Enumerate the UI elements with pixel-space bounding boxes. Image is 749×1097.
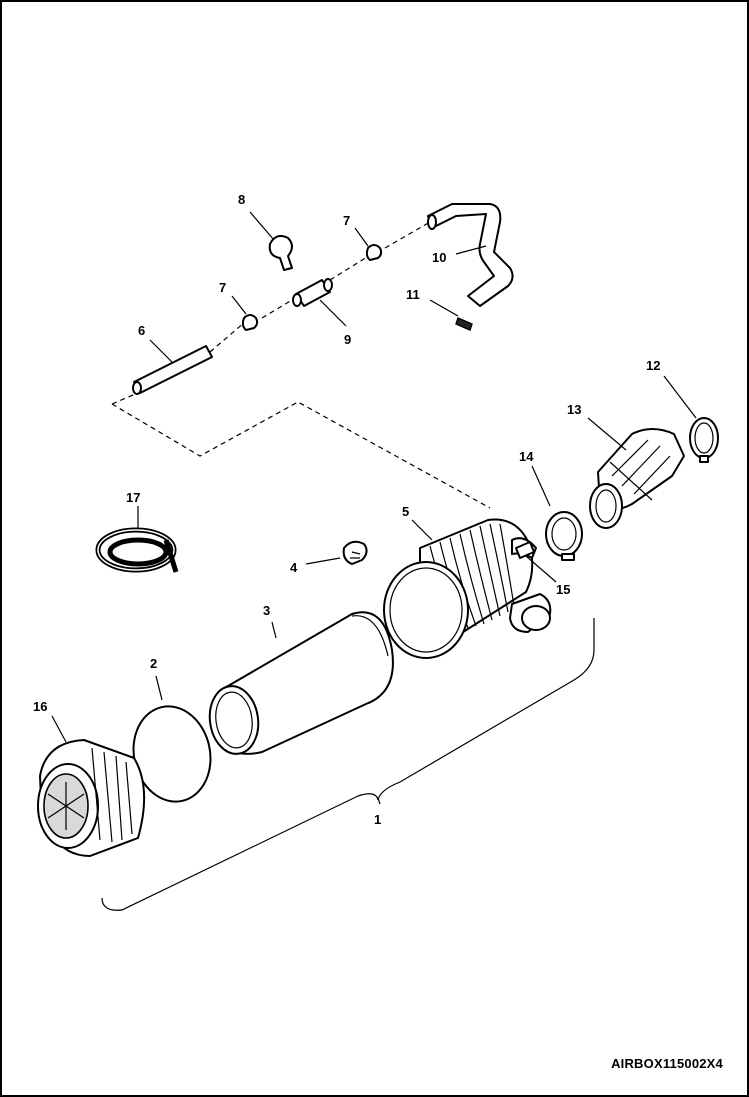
callout-7-lower: 7	[219, 280, 226, 295]
rubber-elbow	[589, 428, 685, 529]
assembly-bracket	[101, 618, 595, 911]
small-plug	[455, 317, 473, 331]
callout-2: 2	[150, 656, 157, 671]
callout-1: 1	[374, 812, 381, 827]
callout-5: 5	[402, 504, 409, 519]
band-clamp-outlet	[689, 417, 719, 463]
formed-hose	[427, 203, 514, 307]
hose-clip	[268, 235, 293, 271]
drawing-code: AIRBOX115002X4	[611, 1056, 723, 1071]
check-valve	[292, 278, 333, 307]
callout-6: 6	[138, 323, 145, 338]
callout-3: 3	[263, 603, 270, 618]
air-cleaner-housing	[383, 518, 552, 659]
small-clamp-lower	[241, 314, 259, 331]
callout-16: 16	[33, 699, 47, 714]
leader-lines	[51, 211, 697, 805]
callout-11: 11	[406, 287, 420, 302]
callout-9: 9	[344, 332, 351, 347]
callout-10: 10	[432, 250, 446, 265]
callout-8: 8	[238, 192, 245, 207]
callout-12: 12	[646, 358, 660, 373]
callout-7-upper: 7	[343, 213, 350, 228]
band-clamp-inlet	[545, 511, 583, 561]
callout-15: 15	[556, 582, 570, 597]
callout-14: 14	[519, 449, 534, 464]
dust-cover	[37, 739, 146, 857]
callout-13: 13	[567, 402, 581, 417]
hose-section	[132, 345, 213, 395]
seal-strip-coil	[95, 527, 179, 573]
latch-clip	[342, 540, 368, 565]
filter-element	[208, 611, 394, 755]
housing-fitting	[515, 541, 535, 559]
small-clamp-upper	[365, 244, 383, 261]
callout-4: 4	[290, 560, 298, 575]
callout-17: 17	[126, 490, 140, 505]
